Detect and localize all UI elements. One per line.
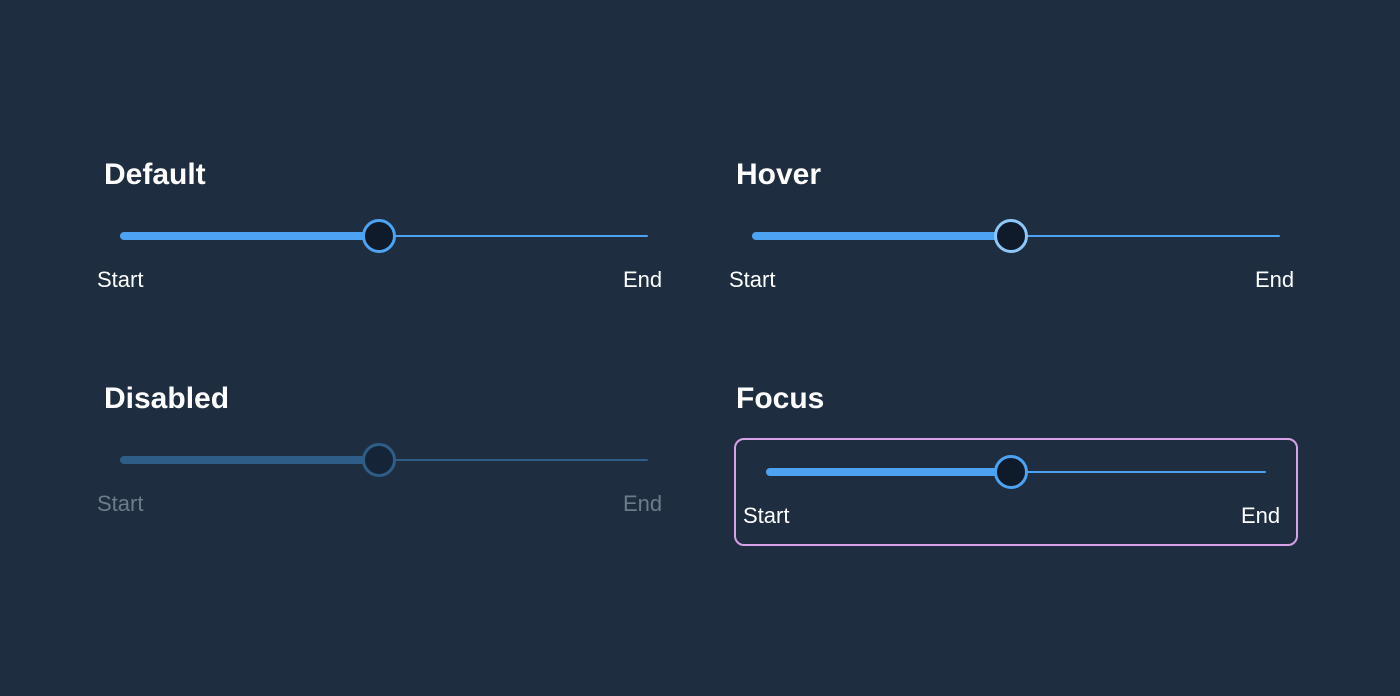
slider-start-label: Start <box>729 267 776 292</box>
slider-title-focus: Focus <box>736 382 825 415</box>
slider-thumb[interactable] <box>994 455 1028 489</box>
slider-thumb[interactable] <box>361 219 396 253</box>
slider-title-hover: Hover <box>736 158 822 191</box>
slider-start-label: Start <box>97 267 144 292</box>
slider-end-label: End <box>1241 503 1281 528</box>
slider-panel-hover: Hover Start End <box>0 0 1294 292</box>
slider-default[interactable] <box>120 215 648 259</box>
slider-panel-focus: Focus Start End <box>0 0 1298 546</box>
slider-track-fill <box>752 232 1011 240</box>
slider-end-label: End <box>623 267 663 292</box>
slider-thumb <box>361 443 396 477</box>
slider-panel-default: Default Start End <box>0 0 662 292</box>
slider-track-fill <box>766 468 1011 476</box>
slider-hover[interactable] <box>752 215 1280 259</box>
slider-end-label: End <box>623 491 663 516</box>
slider-end-label: End <box>1255 267 1295 292</box>
slider-start-label: Start <box>743 503 790 528</box>
slider-panel-disabled: Disabled Start End <box>0 0 662 516</box>
slider-track-fill <box>120 456 379 464</box>
slider-track-fill <box>120 232 379 240</box>
slider-title-disabled: Disabled <box>104 382 230 415</box>
slider-thumb[interactable] <box>993 219 1028 253</box>
focus-ring <box>734 438 1298 546</box>
slider-focus[interactable] <box>766 451 1266 495</box>
slider-disabled <box>120 439 648 483</box>
slider-start-label: Start <box>97 491 144 516</box>
slider-title-default: Default <box>104 158 206 191</box>
